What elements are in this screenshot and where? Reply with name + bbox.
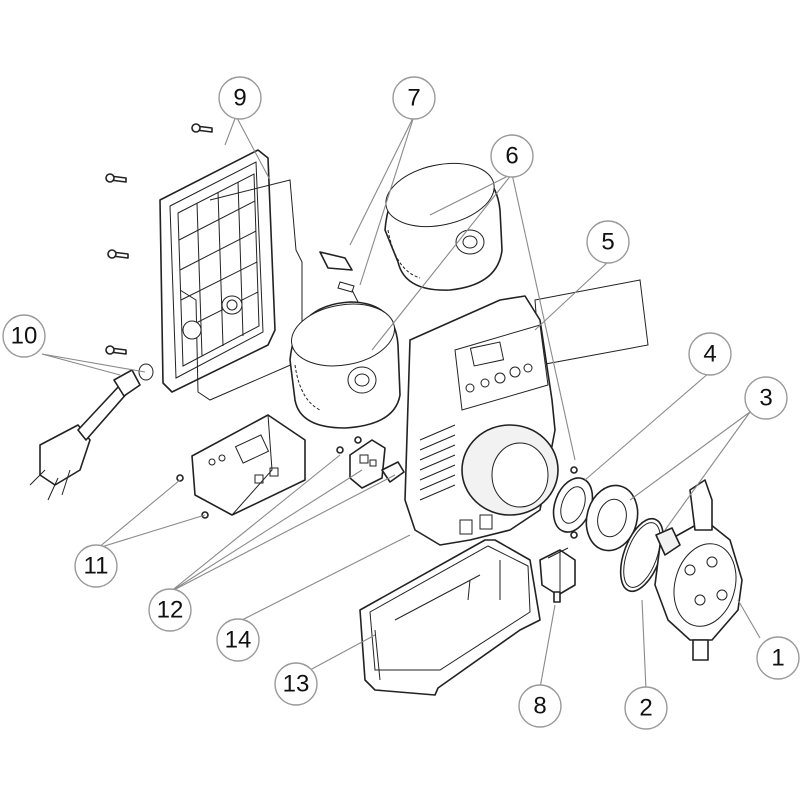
callout-4-label: 4 (703, 341, 716, 368)
callout-12-label: 12 (157, 597, 184, 624)
callout-4: 4 (688, 332, 732, 376)
callout-12: 12 (148, 588, 192, 632)
callout-13-label: 13 (283, 671, 310, 698)
callout-13: 13 (274, 662, 318, 706)
callout-8-label: 8 (533, 693, 546, 720)
part-5-label (534, 279, 649, 366)
callout-14-label: 14 (225, 627, 252, 654)
part-13-base-bracket (359, 539, 541, 696)
part-4-ring (552, 466, 594, 539)
callout-8: 8 (518, 684, 562, 728)
part-11-electronics (176, 414, 306, 519)
callout-2-label: 2 (639, 695, 652, 722)
callout-1-label: 1 (771, 645, 784, 672)
part-1-pump-head (654, 479, 743, 661)
part-8-plug (539, 547, 576, 603)
callout-2: 2 (624, 686, 668, 730)
callout-9-label: 9 (233, 85, 246, 112)
part-12-connector-block (336, 436, 405, 489)
callout-10: 10 (2, 314, 46, 358)
callout-3-label: 3 (759, 385, 772, 412)
part-6-coil-lower (289, 301, 401, 429)
callout-11: 11 (74, 544, 118, 588)
callout-6-label: 6 (505, 143, 518, 170)
part-14-main-housing (404, 295, 559, 546)
callout-1: 1 (756, 636, 800, 680)
callout-7-label: 7 (407, 85, 420, 112)
callout-7: 7 (392, 76, 436, 120)
part-6-coil-upper (384, 163, 503, 291)
part-3-diaphragm (585, 484, 639, 552)
callout-11-label: 11 (84, 553, 109, 580)
part-9-screws (105, 123, 213, 355)
callout-3: 3 (744, 376, 788, 420)
callout-6: 6 (490, 134, 534, 178)
leader-lines (41, 115, 761, 691)
callout-14: 14 (216, 618, 260, 662)
callout-9: 9 (218, 76, 262, 120)
callout-10-label: 10 (11, 323, 38, 350)
part-10-power-cable (29, 363, 154, 501)
callout-5-label: 5 (601, 229, 614, 256)
callout-5: 5 (586, 220, 630, 264)
part-9-back-cover (159, 149, 303, 401)
